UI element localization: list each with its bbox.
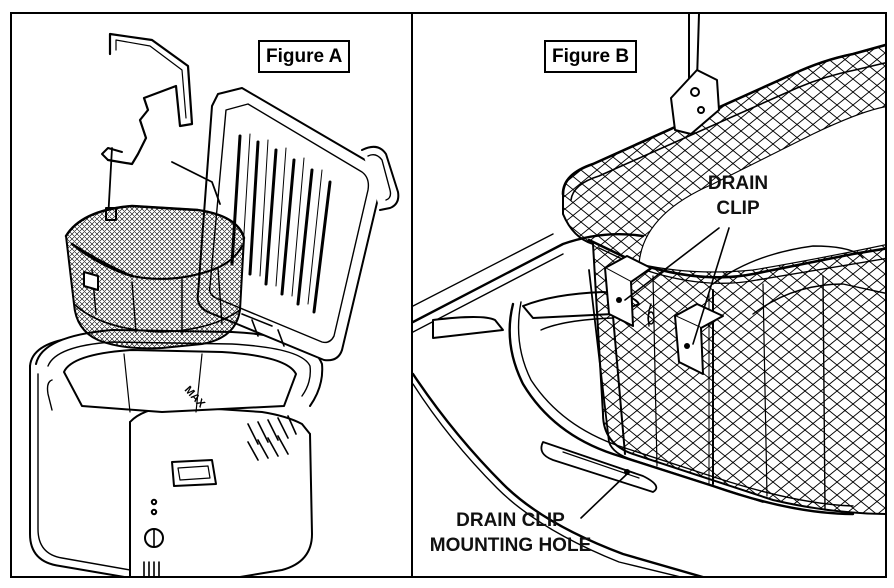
- figure-b-label: Figure B: [544, 40, 638, 73]
- drain-clip-callout: DRAIN CLIP: [688, 171, 788, 221]
- fryer-body: [29, 329, 324, 576]
- figure-a-panel: MAX: [10, 12, 413, 578]
- fry-basket: [64, 204, 246, 350]
- figure-b-panel: Figure B DRAIN CLIP DRAIN CLIP MOUNTING …: [411, 12, 887, 578]
- drain-clip-callout-line2: CLIP: [716, 198, 760, 219]
- leader-line-drain-clip-right: [692, 227, 730, 345]
- leader-line-mounting-hole: [580, 473, 628, 519]
- drain-clip-mounting-hole-callout: DRAIN CLIP MOUNTING HOLE: [423, 508, 598, 558]
- figure-a-drawing: MAX: [29, 32, 400, 576]
- fryer-lid: [196, 87, 400, 362]
- figure-b-drawing: [413, 14, 885, 576]
- mounting-hole-callout-line1: DRAIN CLIP: [456, 510, 565, 531]
- basket-handle: [101, 32, 221, 221]
- drain-clip-callout-line1: DRAIN: [707, 173, 769, 194]
- drain-clip-right: [647, 303, 724, 375]
- fry-basket: [561, 14, 885, 515]
- figure-a-label: Figure A: [258, 40, 351, 73]
- mounting-hole-callout-line2: MOUNTING HOLE: [429, 535, 592, 556]
- leader-line-drain-clip-left: [624, 227, 720, 301]
- drain-clip-left: [604, 255, 652, 327]
